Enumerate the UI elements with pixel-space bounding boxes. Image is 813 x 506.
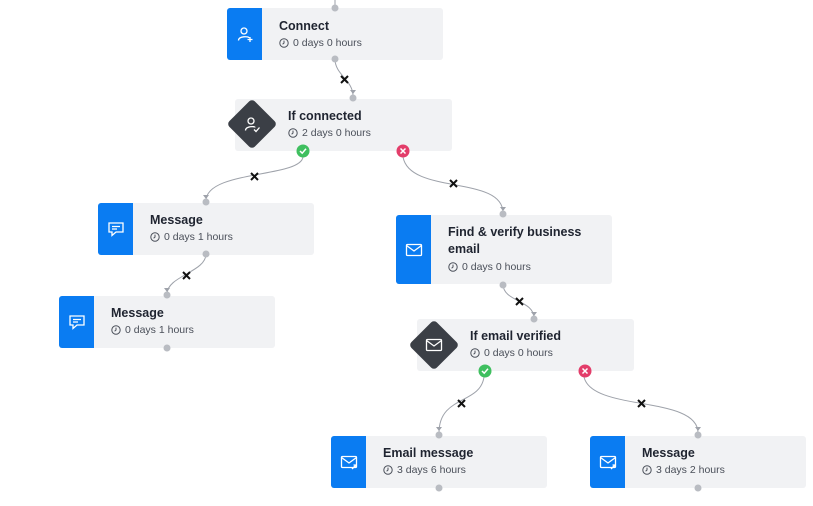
remove-link-icon[interactable]	[248, 170, 260, 182]
connector-port[interactable]	[530, 315, 538, 323]
connector-port[interactable]	[694, 484, 702, 492]
branch-yes-icon[interactable]	[478, 364, 492, 378]
condition-if-email-verified[interactable]: If email verified 0 days 0 hours	[408, 319, 634, 371]
connector-port[interactable]	[202, 198, 210, 206]
clock-icon	[470, 348, 480, 358]
step-message-1[interactable]: Message 0 days 1 hours	[98, 203, 314, 255]
clock-icon	[279, 38, 289, 48]
connector-port[interactable]	[349, 94, 357, 102]
clock-icon	[150, 232, 160, 242]
envelope-check-icon	[405, 243, 422, 256]
step-title: If email verified	[470, 329, 562, 343]
arrowhead	[350, 90, 356, 94]
duration-text: 2 days 0 hours	[302, 127, 371, 139]
duration-text: 0 days 1 hours	[125, 324, 194, 336]
remove-link-icon[interactable]	[513, 295, 525, 307]
remove-link-icon[interactable]	[447, 177, 459, 189]
step-icon-badge	[227, 8, 262, 60]
connector-port[interactable]	[163, 344, 171, 352]
arrowhead	[500, 207, 506, 211]
connector-line	[583, 376, 699, 434]
duration-text: 0 days 0 hours	[484, 347, 553, 359]
clock-icon	[448, 262, 458, 272]
connector-port[interactable]	[331, 4, 339, 12]
remove-link-icon[interactable]	[455, 397, 467, 409]
step-title: Email message	[383, 446, 474, 460]
step-find-verify-email[interactable]: Find & verify business email 0 days 0 ho…	[396, 215, 612, 284]
branch-no-icon[interactable]	[396, 144, 410, 158]
step-title: Message	[642, 446, 695, 460]
remove-link-icon[interactable]	[635, 397, 647, 409]
chat-icon	[107, 222, 124, 237]
step-title: Message	[111, 306, 164, 320]
connector-port[interactable]	[331, 55, 339, 63]
clock-icon	[383, 465, 393, 475]
step-connect[interactable]: Connect 0 days 0 hours	[227, 8, 443, 60]
step-duration: 3 days 2 hours	[642, 464, 725, 476]
step-duration: 0 days 0 hours	[470, 347, 553, 359]
clock-icon	[111, 325, 121, 335]
step-title: Message	[150, 213, 203, 227]
chat-icon	[68, 315, 85, 330]
connector-port[interactable]	[202, 250, 210, 258]
step-duration: 3 days 6 hours	[383, 464, 466, 476]
duration-text: 3 days 2 hours	[656, 464, 725, 476]
branch-yes-icon[interactable]	[296, 144, 310, 158]
step-title: Find & verify business	[448, 225, 582, 239]
arrowhead	[203, 195, 209, 199]
step-duration: 0 days 0 hours	[279, 37, 362, 49]
step-title: If connected	[288, 109, 362, 123]
remove-link-icon[interactable]	[180, 269, 192, 281]
arrowhead	[164, 288, 170, 292]
duration-text: 3 days 6 hours	[397, 464, 466, 476]
step-icon-badge	[331, 436, 366, 488]
duration-text: 0 days 1 hours	[164, 231, 233, 243]
envelope-check-icon	[422, 333, 446, 357]
step-duration: 0 days 0 hours	[448, 261, 531, 273]
step-icon-badge	[590, 436, 625, 488]
envelope-send-icon	[599, 455, 616, 470]
step-icon-badge	[59, 296, 94, 348]
step-duration: 0 days 1 hours	[111, 324, 194, 336]
step-message-2[interactable]: Message 0 days 1 hours	[59, 296, 275, 348]
arrowhead	[695, 427, 701, 431]
connector-port[interactable]	[163, 291, 171, 299]
connector-port[interactable]	[435, 484, 443, 492]
clock-icon	[288, 128, 298, 138]
connector-port[interactable]	[499, 281, 507, 289]
envelope-send-icon	[340, 455, 357, 470]
connector-port[interactable]	[435, 431, 443, 439]
duration-text: 0 days 0 hours	[293, 37, 362, 49]
connector-port[interactable]	[694, 431, 702, 439]
step-message-3[interactable]: Message 3 days 2 hours	[590, 436, 806, 488]
person-add-icon	[237, 27, 252, 42]
connector-port[interactable]	[499, 210, 507, 218]
remove-link-icon[interactable]	[338, 73, 350, 85]
step-icon-badge	[98, 203, 133, 255]
duration-text: 0 days 0 hours	[462, 261, 531, 273]
step-title-line-2: email	[448, 242, 480, 256]
condition-if-connected[interactable]: If connected 2 days 0 hours	[226, 98, 452, 151]
branch-no-icon[interactable]	[578, 364, 592, 378]
person-check-icon	[240, 112, 264, 136]
clock-icon	[642, 465, 652, 475]
step-duration: 0 days 1 hours	[150, 231, 233, 243]
arrowhead	[531, 312, 537, 316]
step-title: Connect	[279, 19, 329, 33]
step-duration: 2 days 0 hours	[288, 127, 371, 139]
step-email-message[interactable]: Email message 3 days 6 hours	[331, 436, 547, 488]
step-icon-badge	[396, 215, 431, 284]
arrowhead	[436, 427, 442, 431]
